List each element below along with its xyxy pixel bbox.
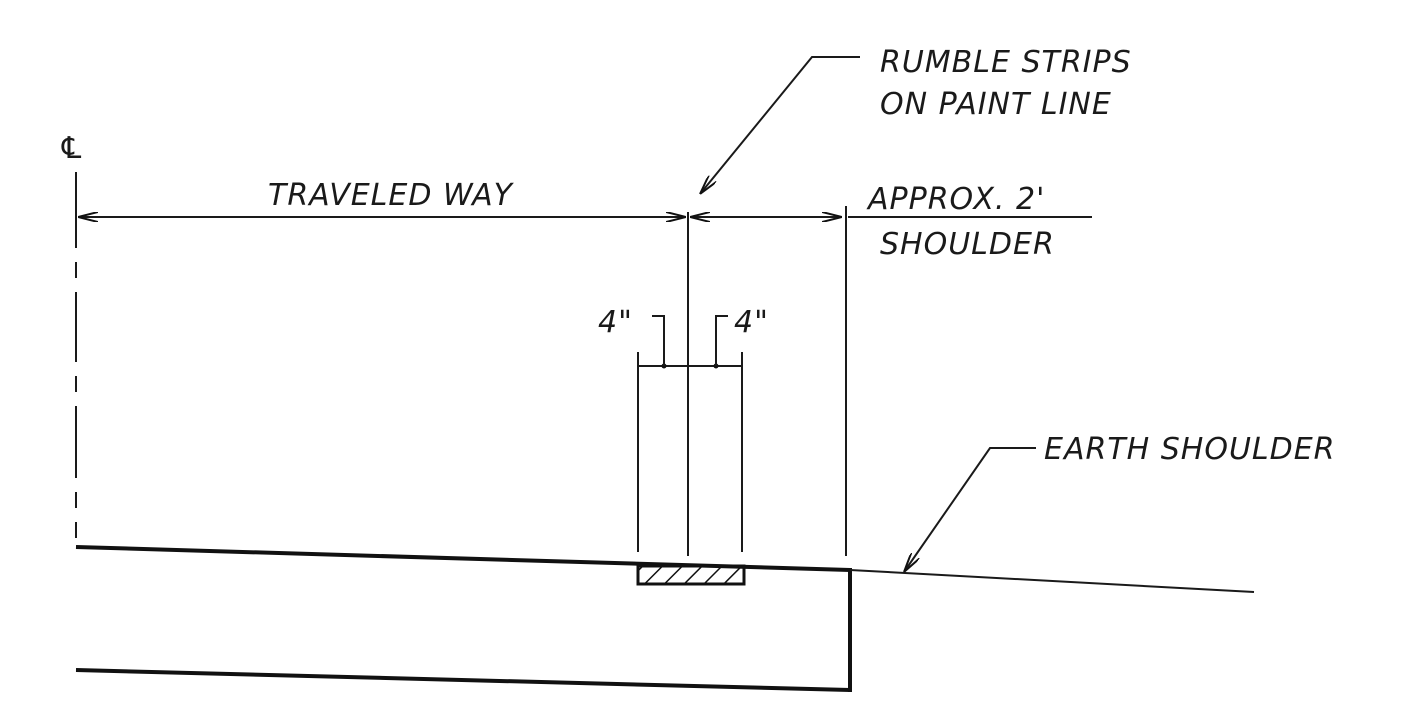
dim-right-leader <box>715 315 728 366</box>
rumble-strips-label-line2: ON PAINT LINE <box>880 87 1112 122</box>
rumble-strips-leader <box>700 56 860 194</box>
shoulder-label-line1: APPROX. 2' <box>866 182 1045 217</box>
earth-shoulder-label: EARTH SHOULDER <box>1044 432 1336 467</box>
earth-shoulder-leader <box>904 447 1036 572</box>
traveled-way-label: TRAVELED WAY <box>268 178 515 213</box>
rumble-strips-label-line1: RUMBLE STRIPS <box>880 45 1132 80</box>
rumble-strip-hatched <box>636 564 746 586</box>
dim-left-label: 4" <box>598 305 633 340</box>
dim-left-leader <box>652 315 665 366</box>
shoulder-label-line2: SHOULDER <box>880 227 1055 262</box>
pavement-bottom <box>75 668 851 692</box>
dim-right-label: 4" <box>734 305 769 340</box>
earth-shoulder-slope <box>849 569 1255 593</box>
centerline-symbol: ℄ <box>61 131 81 166</box>
